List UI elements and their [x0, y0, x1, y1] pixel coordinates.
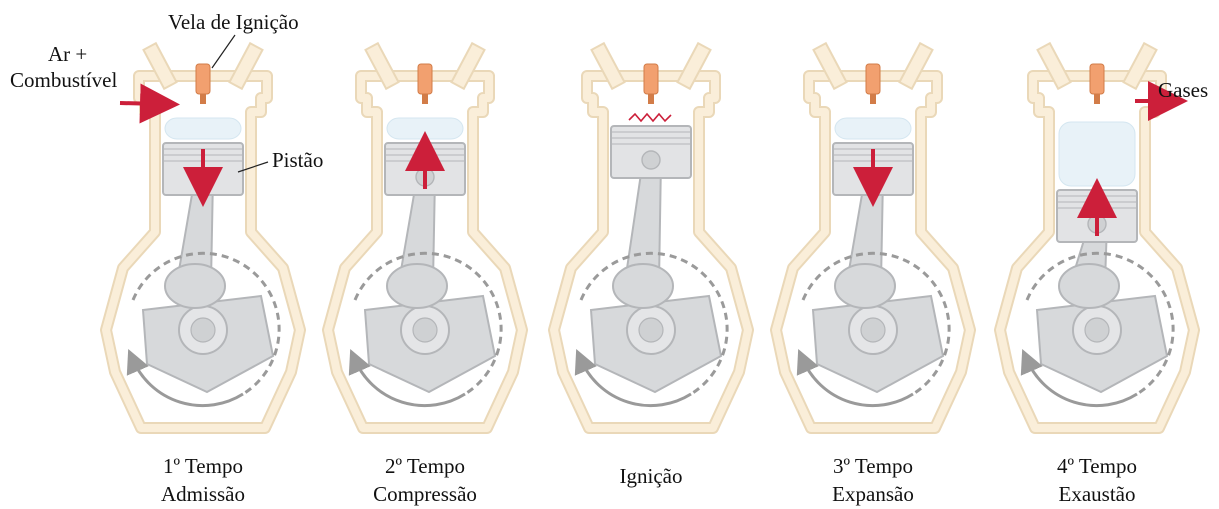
piston-pin [642, 151, 660, 169]
spark-plug-tip [870, 94, 876, 104]
engine-intake [106, 43, 300, 428]
spark-plug-tip [422, 94, 428, 104]
spark-plug-icon [196, 64, 210, 94]
crankshaft-center [191, 318, 215, 342]
rod-big-end [1059, 264, 1119, 308]
gas-cloud [835, 118, 911, 139]
rod-big-end [835, 264, 895, 308]
spark-plug-icon [418, 64, 432, 94]
stage-caption-line1: Ignição [551, 462, 751, 490]
rod-big-end [165, 264, 225, 308]
spark-plug-tip [200, 94, 206, 104]
spark-plug-leader-line [212, 35, 235, 68]
stage-caption-line2: Compressão [325, 480, 525, 508]
spark-zigzag [629, 114, 671, 121]
stage-caption-line1: 4º Tempo [997, 452, 1197, 480]
spark-plug-tip [648, 94, 654, 104]
rod-big-end [613, 264, 673, 308]
crankshaft-center [1085, 318, 1109, 342]
engine-expansion [776, 43, 970, 428]
crankshaft-center [861, 318, 885, 342]
stage-caption-line2: Expansão [773, 480, 973, 508]
stage-caption-exhaust: 4º Tempo Exaustão [997, 452, 1197, 509]
exhaust-label: Gases [1158, 78, 1208, 102]
stage-caption-line2: Exaustão [997, 480, 1197, 508]
intake-arrow [120, 103, 160, 104]
rod-big-end [387, 264, 447, 308]
stage-caption-intake: 1º Tempo Admissão [103, 452, 303, 509]
crankshaft-center [639, 318, 663, 342]
stage-caption-line1: 2º Tempo [325, 452, 525, 480]
spark-plug-icon [644, 64, 658, 94]
gas-cloud [387, 118, 463, 139]
gas-cloud [165, 118, 241, 139]
stage-caption-line2: Admissão [103, 480, 303, 508]
stage-caption-compression: 2º Tempo Compressão [325, 452, 525, 509]
stage-caption-ignition: Ignição [551, 462, 751, 490]
gas-cloud [1059, 122, 1135, 186]
engine-ignition [554, 43, 748, 428]
spark-plug-icon [1090, 64, 1104, 94]
spark-plug-tip [1094, 94, 1100, 104]
engine-compression [328, 43, 522, 428]
intake-label-line2: Combustível [10, 68, 117, 92]
stage-caption-line1: 1º Tempo [103, 452, 303, 480]
crankshaft-center [413, 318, 437, 342]
spark-plug-label: Vela de Ignição [168, 10, 299, 34]
piston-label: Pistão [272, 148, 323, 172]
spark-plug-icon [866, 64, 880, 94]
stage-caption-expansion: 3º Tempo Expansão [773, 452, 973, 509]
stage-caption-line1: 3º Tempo [773, 452, 973, 480]
intake-label-line1: Ar + [48, 42, 87, 66]
